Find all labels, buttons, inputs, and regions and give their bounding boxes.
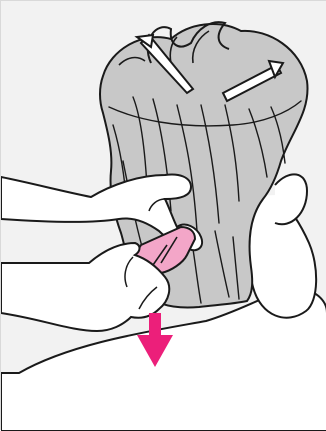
down-arrow-shaft xyxy=(149,313,161,335)
